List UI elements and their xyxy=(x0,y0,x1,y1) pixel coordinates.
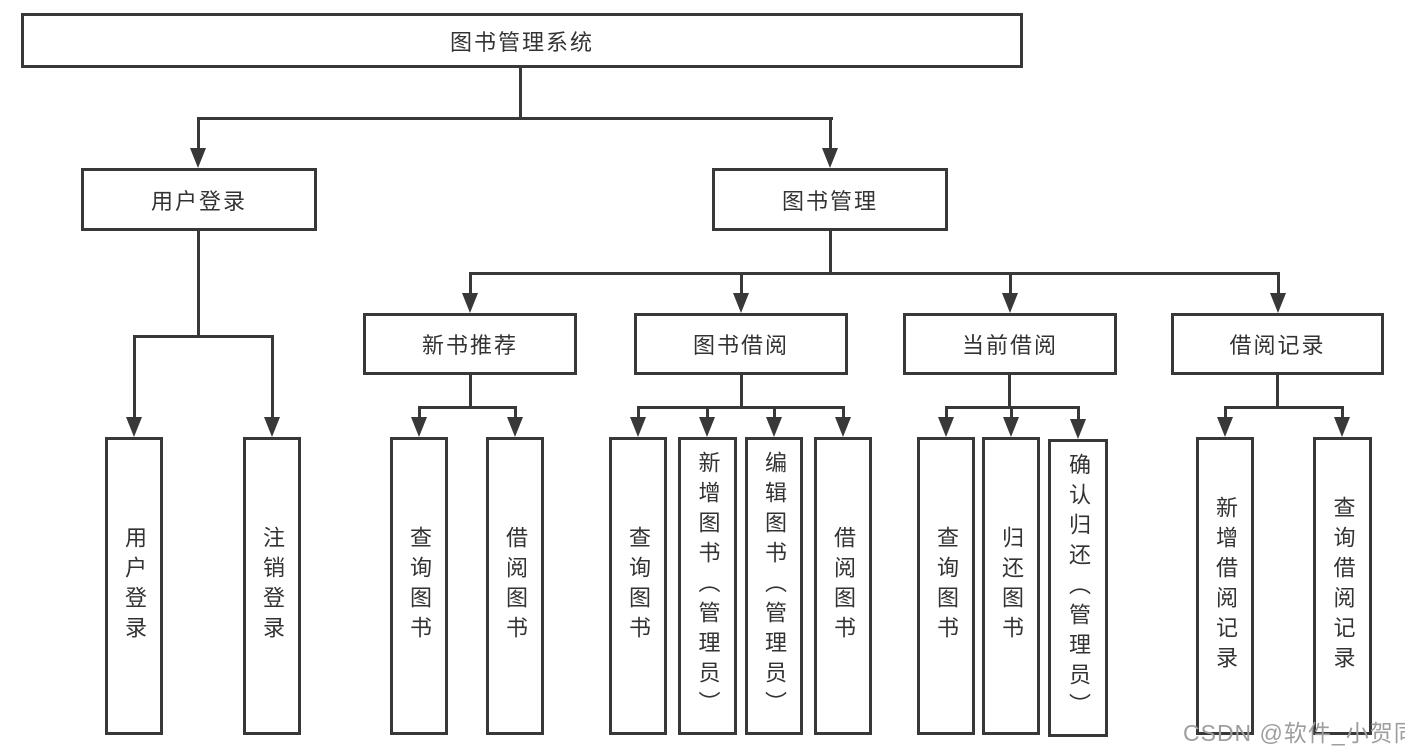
connector-line xyxy=(514,406,517,421)
connector-line xyxy=(842,406,845,421)
arrowhead-down-icon xyxy=(766,417,782,437)
node-label: 用户登录 xyxy=(122,526,147,646)
node-label: 查询图书 xyxy=(626,526,651,646)
node-label: 注销登录 xyxy=(260,526,285,646)
connector-line xyxy=(133,335,274,338)
connector-line xyxy=(469,272,472,297)
node-book-borrowing: 图书借阅 xyxy=(634,313,848,375)
arrowhead-down-icon xyxy=(411,417,427,437)
leaf-query-books-current: 查询图书 xyxy=(917,437,975,735)
arrowhead-down-icon xyxy=(630,417,646,437)
node-label: 查询图书 xyxy=(407,526,432,646)
node-library-management-system: 图书管理系统 xyxy=(21,13,1023,68)
connector-line xyxy=(418,406,517,409)
arrowhead-down-icon xyxy=(190,148,206,168)
connector-line xyxy=(1276,375,1279,409)
connector-line xyxy=(519,68,522,117)
connector-line xyxy=(1009,272,1012,297)
connector-line xyxy=(1010,406,1013,421)
node-label: 借阅记录 xyxy=(1229,333,1326,358)
arrowhead-down-icon xyxy=(264,417,280,437)
connector-line xyxy=(197,117,200,150)
connector-line xyxy=(829,117,832,150)
node-label: 图书管理系统 xyxy=(449,29,594,55)
connector-line xyxy=(829,231,832,275)
node-label: 借阅图书 xyxy=(503,526,528,646)
arrowhead-down-icon xyxy=(1070,419,1086,439)
connector-line xyxy=(1224,406,1227,421)
leaf-edit-books-admin: 编辑图书（管理员） xyxy=(745,437,803,735)
connector-line xyxy=(197,231,200,335)
connector-line xyxy=(773,406,776,421)
leaf-confirm-return-admin: 确认归还（管理员） xyxy=(1048,439,1108,737)
node-label: 编辑图书（管理员） xyxy=(762,451,787,721)
node-label: 新书推荐 xyxy=(421,333,518,358)
leaf-return-books: 归还图书 xyxy=(982,437,1040,735)
connector-line xyxy=(1008,375,1011,409)
node-label: 新增借阅记录 xyxy=(1213,496,1238,676)
node-user-login: 用户登录 xyxy=(81,168,317,231)
leaf-query-books-recommend: 查询图书 xyxy=(390,437,448,735)
leaf-logout: 注销登录 xyxy=(243,437,301,735)
connector-line xyxy=(469,272,1280,275)
leaf-add-borrow-record: 新增借阅记录 xyxy=(1196,437,1254,735)
connector-line xyxy=(1077,406,1080,421)
leaf-add-books-admin: 新增图书（管理员） xyxy=(678,437,737,735)
node-label: 查询借阅记录 xyxy=(1330,496,1356,676)
node-label: 图书借阅 xyxy=(692,333,789,358)
node-label: 用户登录 xyxy=(150,188,247,214)
arrowhead-down-icon xyxy=(462,293,478,313)
watermark-text: CSDN @软件_小贺同学 xyxy=(1183,720,1405,746)
node-label: 图书管理 xyxy=(781,188,878,214)
node-label: 借阅图书 xyxy=(831,526,856,646)
connector-line xyxy=(740,272,743,297)
connector-line xyxy=(418,406,421,421)
arrowhead-down-icon xyxy=(733,293,749,313)
connector-line xyxy=(133,335,136,419)
arrowhead-down-icon xyxy=(1002,293,1018,313)
arrowhead-down-icon xyxy=(1334,417,1350,437)
connector-line xyxy=(1277,272,1280,297)
arrowhead-down-icon xyxy=(822,148,838,168)
arrowhead-down-icon xyxy=(507,417,523,437)
connector-line xyxy=(637,406,640,421)
arrowhead-down-icon xyxy=(699,417,715,437)
node-book-management: 图书管理 xyxy=(712,168,948,231)
connector-line xyxy=(945,406,948,421)
node-current-borrowing: 当前借阅 xyxy=(903,313,1117,375)
node-borrowing-records: 借阅记录 xyxy=(1171,313,1384,375)
arrowhead-down-icon xyxy=(938,417,954,437)
node-new-book-recommendation: 新书推荐 xyxy=(363,313,577,375)
connector-line xyxy=(637,406,844,409)
node-label: 当前借阅 xyxy=(961,333,1058,358)
arrowhead-down-icon xyxy=(835,417,851,437)
node-label: 新增图书（管理员） xyxy=(695,451,721,721)
arrowhead-down-icon xyxy=(126,417,142,437)
leaf-user-login: 用户登录 xyxy=(105,437,163,735)
node-label: 查询图书 xyxy=(934,526,959,646)
node-label: 归还图书 xyxy=(999,526,1024,646)
connector-line xyxy=(469,375,472,409)
leaf-borrow-books-recommend: 借阅图书 xyxy=(486,437,544,735)
connector-line xyxy=(740,375,743,409)
connector-line xyxy=(197,117,833,120)
connector-line xyxy=(1341,406,1344,421)
arrowhead-down-icon xyxy=(1217,417,1233,437)
arrowhead-down-icon xyxy=(1270,293,1286,313)
leaf-borrow-books: 借阅图书 xyxy=(814,437,872,735)
leaf-query-books-borrowing: 查询图书 xyxy=(609,437,667,735)
node-label: 确认归还（管理员） xyxy=(1066,453,1091,723)
connector-line xyxy=(706,406,709,421)
arrowhead-down-icon xyxy=(1003,417,1019,437)
connector-line xyxy=(1224,406,1343,409)
connector-line xyxy=(271,335,274,419)
leaf-query-borrow-record: 查询借阅记录 xyxy=(1313,437,1372,735)
